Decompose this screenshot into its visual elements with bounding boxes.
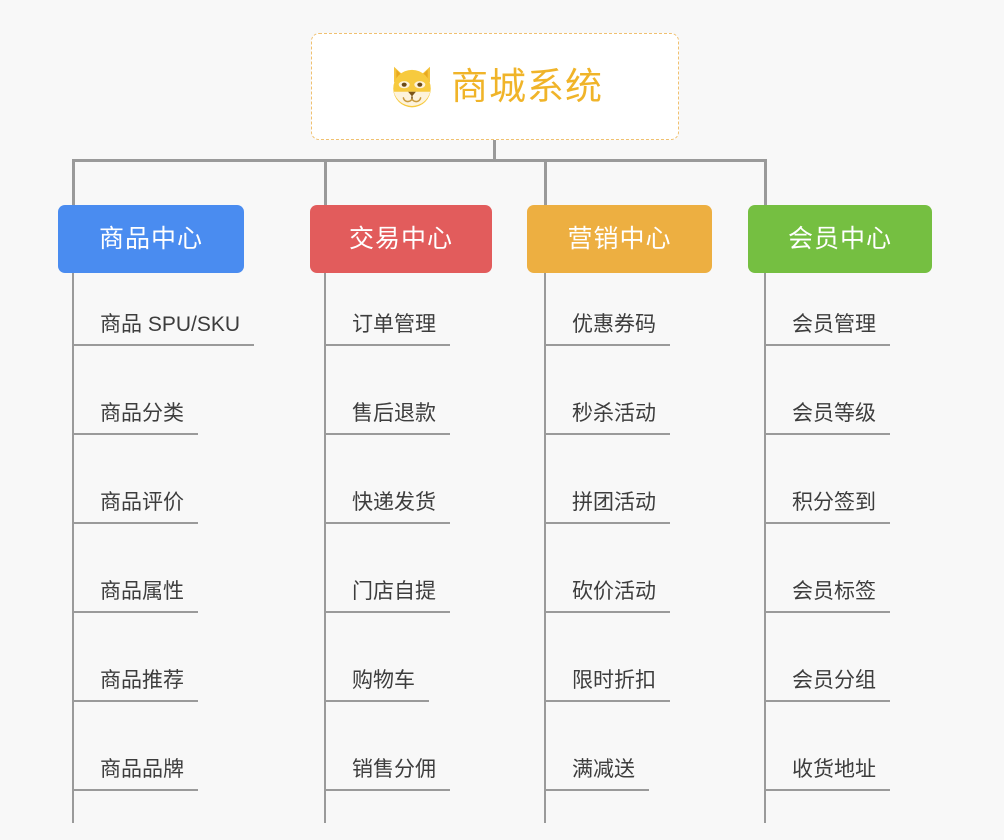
leaf-item[interactable]: 商品推荐 bbox=[72, 658, 198, 702]
branch-spine bbox=[544, 273, 546, 823]
leaf-label: 销售分佣 bbox=[324, 757, 450, 791]
category-box-1[interactable]: 交易中心 bbox=[310, 205, 492, 273]
leaf-item[interactable]: 收货地址 bbox=[764, 747, 890, 791]
leaf-label: 会员标签 bbox=[764, 579, 890, 613]
leaf-label: 砍价活动 bbox=[544, 579, 670, 613]
leaf-label: 满减送 bbox=[544, 757, 649, 791]
leaf-label: 门店自提 bbox=[324, 579, 450, 613]
leaf-label: 订单管理 bbox=[324, 312, 450, 346]
leaf-item[interactable]: 订单管理 bbox=[324, 302, 450, 346]
leaf-item[interactable]: 会员管理 bbox=[764, 302, 890, 346]
leaf-label: 商品推荐 bbox=[72, 668, 198, 702]
leaf-label: 收货地址 bbox=[764, 757, 890, 791]
root-trunk-connector bbox=[493, 140, 496, 161]
leaf-item[interactable]: 满减送 bbox=[544, 747, 649, 791]
leaf-label: 商品分类 bbox=[72, 401, 198, 435]
leaf-item[interactable]: 会员等级 bbox=[764, 391, 890, 435]
leaf-label: 会员等级 bbox=[764, 401, 890, 435]
leaf-label: 拼团活动 bbox=[544, 490, 670, 524]
leaf-item[interactable]: 快递发货 bbox=[324, 480, 450, 524]
leaf-item[interactable]: 会员标签 bbox=[764, 569, 890, 613]
leaf-label: 商品属性 bbox=[72, 579, 198, 613]
leaf-label: 快递发货 bbox=[324, 490, 450, 524]
leaf-label: 秒杀活动 bbox=[544, 401, 670, 435]
leaf-label: 会员管理 bbox=[764, 312, 890, 346]
branch-spine bbox=[764, 273, 766, 823]
branch-spine bbox=[324, 273, 326, 823]
branch-drop-connector bbox=[72, 159, 75, 207]
leaf-item[interactable]: 秒杀活动 bbox=[544, 391, 670, 435]
leaf-item[interactable]: 商品 SPU/SKU bbox=[72, 302, 255, 346]
leaf-item[interactable]: 积分签到 bbox=[764, 480, 890, 524]
leaf-label: 商品 SPU/SKU bbox=[72, 312, 255, 346]
branch-spine bbox=[72, 273, 74, 823]
branch-drop-connector bbox=[544, 159, 547, 207]
category-label: 交易中心 bbox=[348, 224, 453, 253]
branch-drop-connector bbox=[764, 159, 767, 207]
leaf-label: 积分签到 bbox=[764, 490, 890, 524]
root-node[interactable]: 商城系统 bbox=[311, 33, 679, 140]
leaf-item[interactable]: 拼团活动 bbox=[544, 480, 670, 524]
category-label: 商品中心 bbox=[98, 224, 203, 253]
shiba-dog-icon bbox=[393, 66, 431, 107]
branch-drop-connector bbox=[324, 159, 327, 207]
leaf-label: 限时折扣 bbox=[544, 668, 670, 702]
category-label: 营销中心 bbox=[567, 224, 672, 253]
category-box-2[interactable]: 营销中心 bbox=[527, 205, 712, 273]
leaf-item[interactable]: 商品属性 bbox=[72, 569, 198, 613]
leaf-item[interactable]: 商品评价 bbox=[72, 480, 198, 524]
leaf-label: 商品品牌 bbox=[72, 757, 198, 791]
root-title: 商城系统 bbox=[451, 66, 603, 107]
leaf-item[interactable]: 砍价活动 bbox=[544, 569, 670, 613]
leaf-item[interactable]: 销售分佣 bbox=[324, 747, 450, 791]
category-label: 会员中心 bbox=[787, 224, 892, 253]
branch-bus-connector bbox=[73, 159, 767, 162]
category-box-3[interactable]: 会员中心 bbox=[748, 205, 932, 273]
leaf-label: 商品评价 bbox=[72, 490, 198, 524]
leaf-item[interactable]: 会员分组 bbox=[764, 658, 890, 702]
leaf-label: 会员分组 bbox=[764, 668, 890, 702]
leaf-label: 优惠券码 bbox=[544, 312, 670, 346]
leaf-item[interactable]: 门店自提 bbox=[324, 569, 450, 613]
leaf-item[interactable]: 商品品牌 bbox=[72, 747, 198, 791]
leaf-label: 购物车 bbox=[324, 668, 429, 702]
leaf-item[interactable]: 优惠券码 bbox=[544, 302, 670, 346]
leaf-label: 售后退款 bbox=[324, 401, 450, 435]
leaf-item[interactable]: 限时折扣 bbox=[544, 658, 670, 702]
leaf-item[interactable]: 购物车 bbox=[324, 658, 429, 702]
leaf-item[interactable]: 售后退款 bbox=[324, 391, 450, 435]
category-box-0[interactable]: 商品中心 bbox=[58, 205, 244, 273]
leaf-item[interactable]: 商品分类 bbox=[72, 391, 198, 435]
